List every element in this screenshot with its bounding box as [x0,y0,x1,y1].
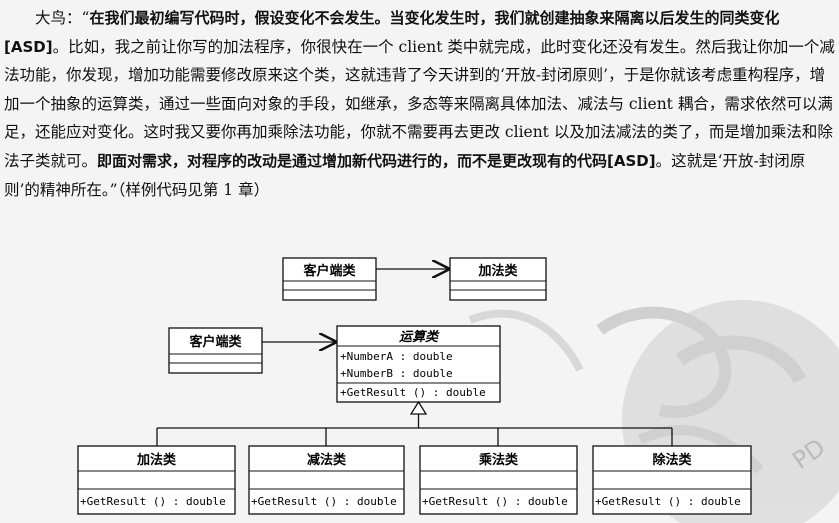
method-multiply-get-result: +GetResult () : double [422,495,568,508]
subclass-multiply: 乘法类 +GetResult () : double [419,445,578,515]
abstract-class-operation: 运算类 +NumberA : double +NumberB : double … [336,325,501,403]
class-name-add-1: 加法类 [477,263,518,279]
subclass-divide: 除法类 +GetResult () : double [592,445,752,515]
class-box-client-1: 客户端类 [282,257,377,301]
subclass-add: 加法类 +GetResult () : double [77,445,236,515]
class-name-multiply: 乘法类 [478,452,519,468]
class-name-client-2: 客户端类 [189,334,242,350]
method-add-get-result: +GetResult () : double [80,495,226,508]
attribute-number-b: +NumberB : double [340,367,453,380]
attribute-number-a: +NumberA : double [340,350,453,363]
subclass-subtract: 减法类 +GetResult () : double [248,445,405,515]
inheritance-connectors [156,400,673,446]
body-text-2: 。这就是‘开放-封闭原则’的精神所在。”（样例代码见第 1 章） [4,151,806,199]
method-get-result: +GetResult () : double [340,386,486,399]
class-box-add-1: 加法类 [449,257,547,301]
bold-statement-1: 在我们最初编写代码时，假设变化不会发生。当变化发生时，我们就创建抽象来隔离以后发… [4,9,780,56]
method-divide-get-result: +GetResult () : double [595,495,741,508]
speaker-label: 大鸟：“ [35,9,90,27]
diagram-1: 客户端类 加法类 [282,257,547,301]
class-name-subtract: 减法类 [307,452,347,468]
diagram-2: 客户端类 运算类 +NumberA : double +NumberB : do… [77,325,752,515]
method-subtract-get-result: +GetResult () : double [251,495,397,508]
body-text-1: 。比如，我之前让你写的加法程序，你很快在一个 client 类中就完成，此时变化… [4,37,835,170]
class-name-add-2: 加法类 [136,452,177,468]
class-box-client-2: 客户端类 [168,327,263,374]
bold-statement-2: 即面对需求，对程序的改动是通过增加新代码进行的，而不是更改现有的代码[ASD] [97,151,656,170]
class-name-client-1: 客户端类 [303,263,356,279]
paragraph: 大鸟：“在我们最初编写代码时，假设变化不会发生。当变化发生时，我们就创建抽象来隔… [4,4,836,204]
class-name-divide: 除法类 [652,452,692,468]
class-name-operation: 运算类 [399,329,440,345]
